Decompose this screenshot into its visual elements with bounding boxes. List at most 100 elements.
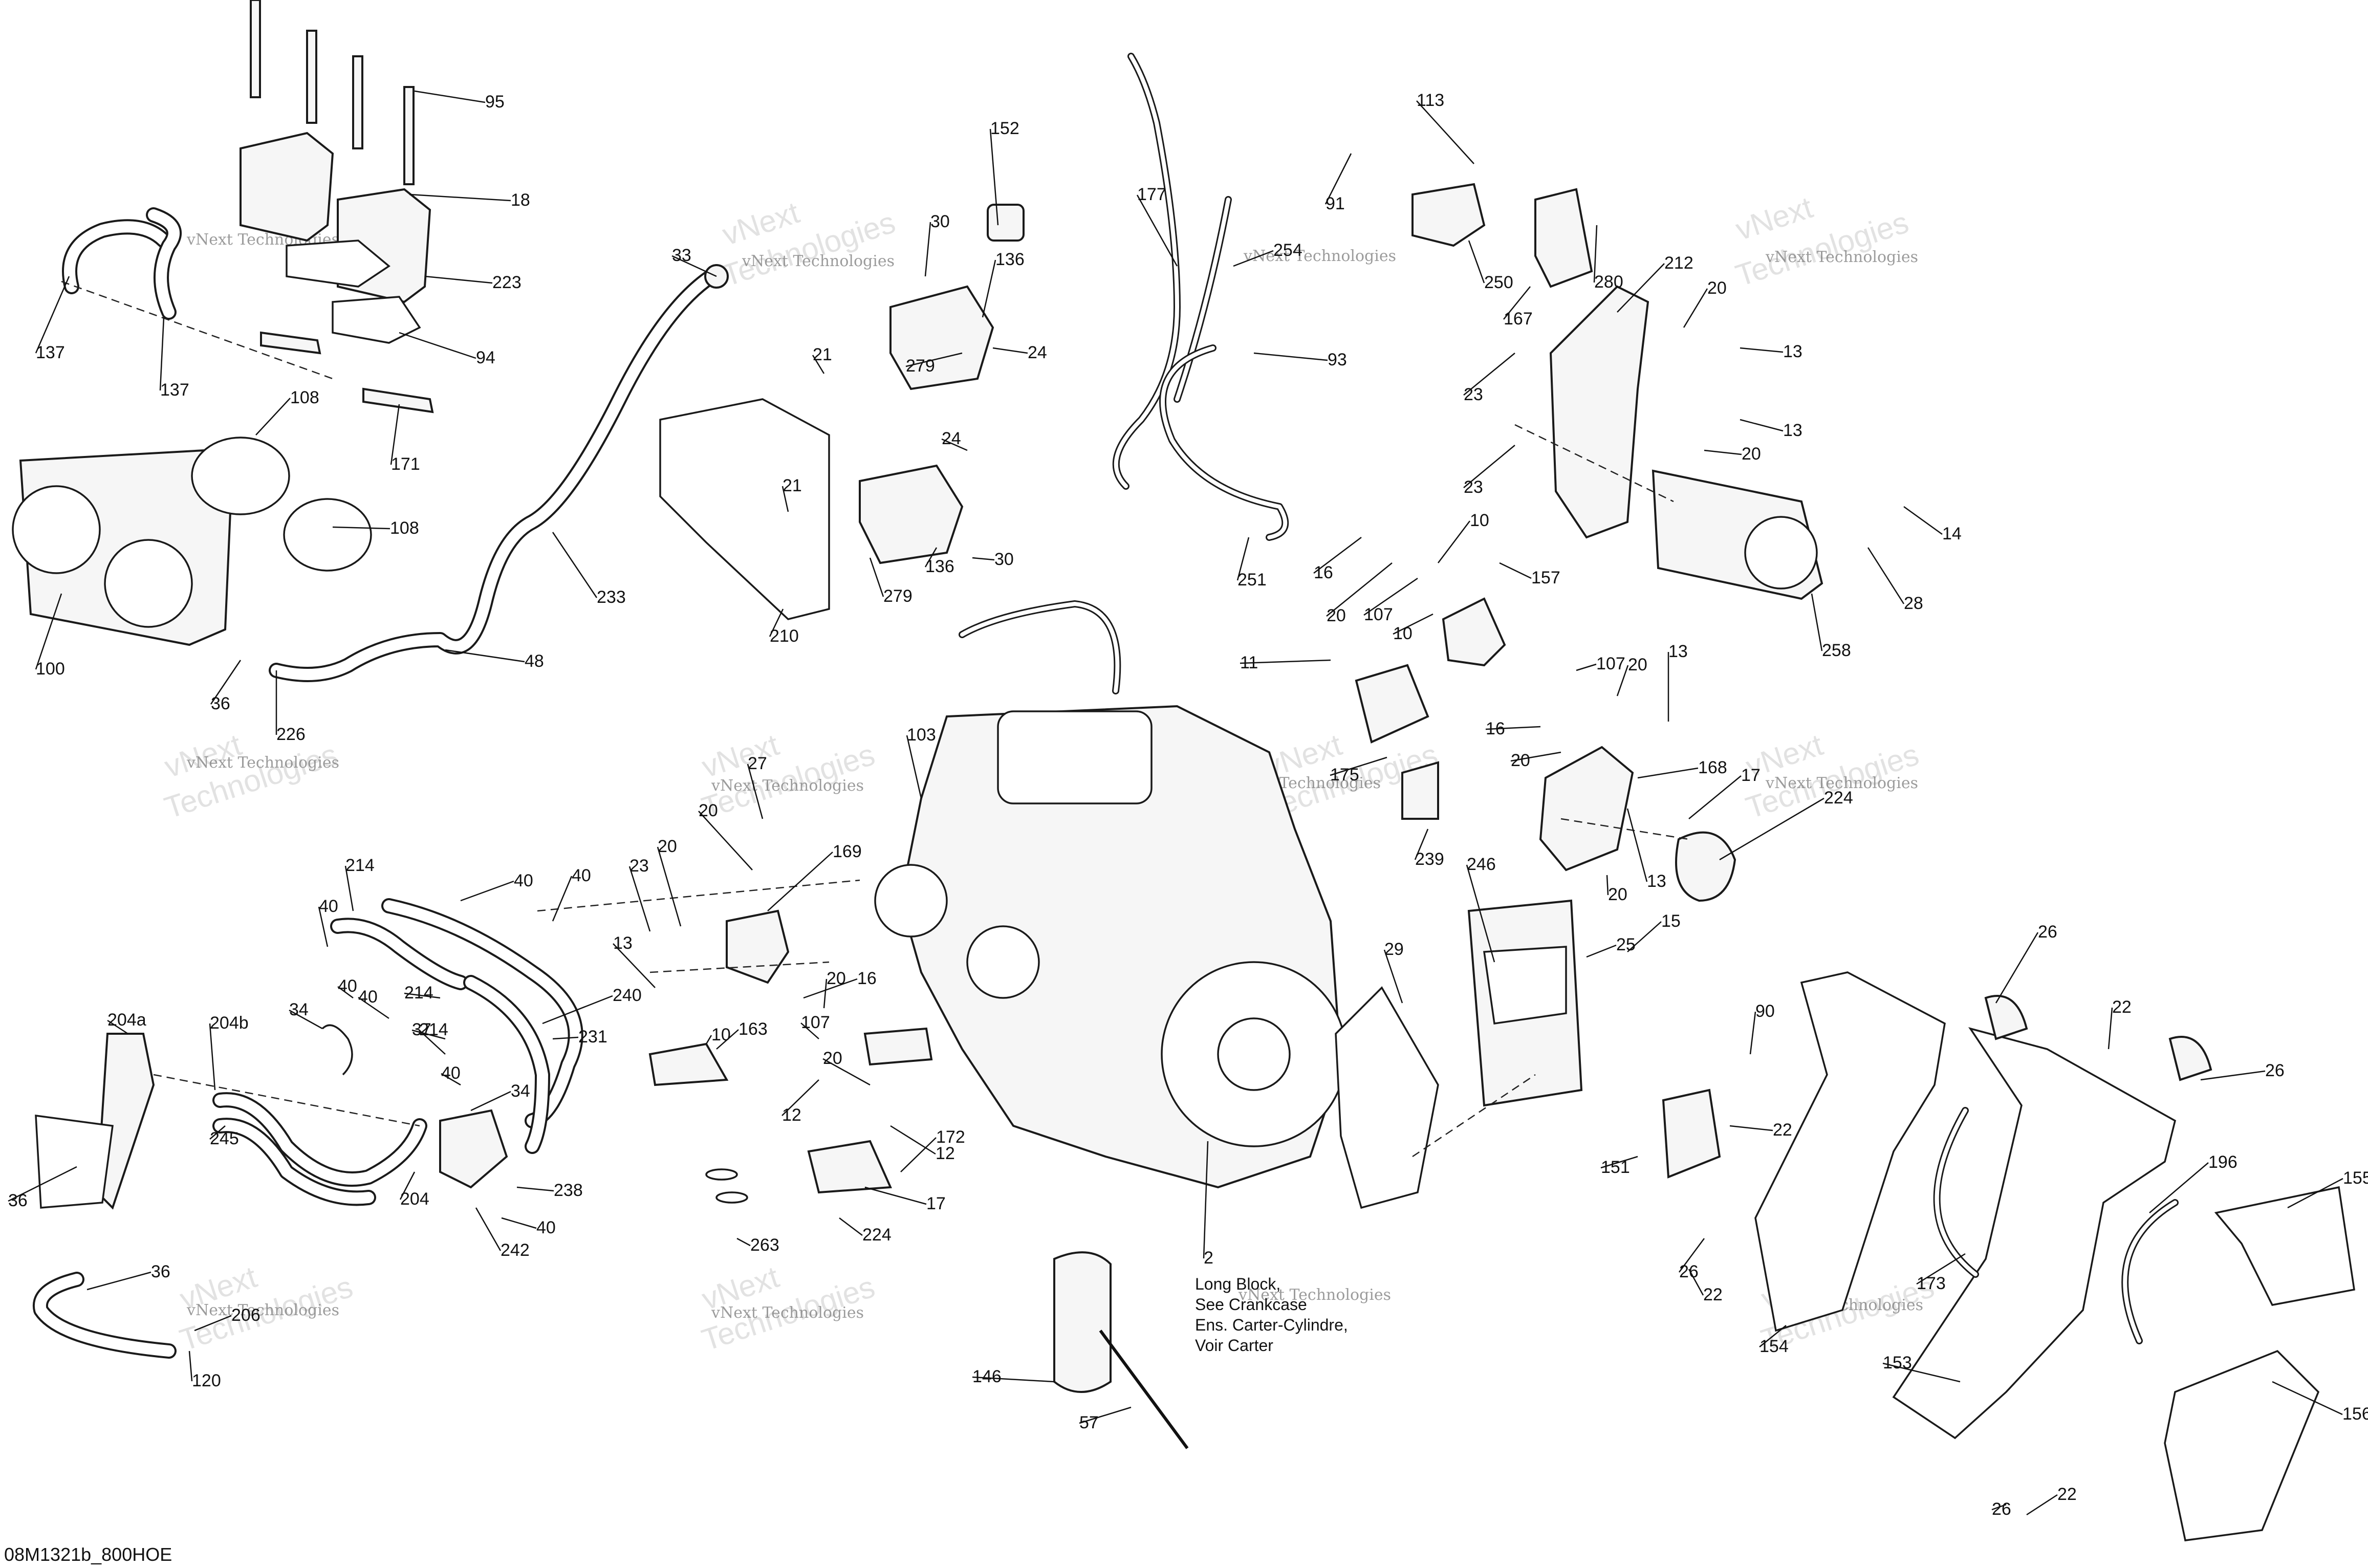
callout-leader [337, 986, 354, 999]
part-callout: 224 [1824, 788, 1853, 808]
callout-leader [781, 1079, 819, 1116]
callout-leader [86, 1271, 151, 1291]
callout-leader [470, 1091, 511, 1112]
part-callout: 20 [699, 801, 718, 820]
part-callout: 224 [862, 1225, 892, 1245]
engine-mount-group [648, 909, 933, 1204]
part-callout: 196 [2208, 1152, 2237, 1172]
callout-leader [657, 846, 682, 927]
starter-end-cap [1744, 516, 1818, 590]
part-callout: 214 [345, 856, 375, 875]
callout-leader [1719, 797, 1824, 861]
callout-leader [445, 649, 525, 663]
callout-leader [1606, 875, 1609, 896]
callout-leader [1903, 506, 1943, 535]
part-callout: 214 [404, 983, 433, 1003]
spark-plug [260, 331, 321, 355]
part-callout: 231 [578, 1027, 607, 1047]
part-callout: 57 [1079, 1413, 1099, 1432]
callout-leader [1330, 756, 1387, 776]
callout-leader [2287, 1178, 2343, 1209]
callout-leader [1233, 250, 1274, 267]
long-block-note: Long Block, See Crankcase Ens. Carter-Cy… [1195, 1275, 1348, 1355]
callout-leader [1759, 1325, 1787, 1347]
part-callout: 246 [1467, 855, 1496, 874]
part-callout: 204a [107, 1010, 146, 1030]
bolt [352, 55, 363, 149]
part-callout: 251 [1237, 570, 1267, 590]
callout-leader [1729, 1125, 1773, 1131]
callout-leader [460, 880, 514, 902]
part-callout: 90 [1755, 1001, 1775, 1021]
belt-guard-front [1754, 971, 1946, 1332]
bolt [250, 0, 261, 98]
callout-leader [390, 404, 400, 465]
callout-leader [209, 1023, 216, 1091]
assembly-lines [61, 280, 1689, 1158]
clip [2168, 1036, 2212, 1081]
callout-leader [822, 1058, 871, 1086]
callout-leader [1740, 419, 1784, 432]
callout-leader [989, 128, 999, 226]
callout-leader [900, 1137, 937, 1172]
callout-leader [1136, 194, 1178, 267]
part-callout: 107 [1364, 605, 1393, 624]
callout-leader [2272, 1381, 2343, 1415]
callout-leader [501, 1217, 537, 1229]
part-callout: 137 [36, 343, 65, 362]
callout-leader [2149, 1162, 2209, 1213]
callout-leader [1203, 1141, 1209, 1259]
callout-leader [1616, 665, 1629, 696]
callout-leader [1466, 864, 1495, 963]
part-callout: 20 [1707, 278, 1727, 298]
part-callout: 91 [1326, 194, 1345, 213]
part-callout: 20 [827, 969, 846, 988]
throttle-bore [12, 485, 101, 574]
part-callout: 34 [511, 1081, 530, 1101]
part-callout: 48 [525, 651, 544, 671]
callout-leader [107, 1019, 128, 1035]
callout-leader [210, 660, 242, 705]
part-callout: 175 [1330, 765, 1359, 785]
callout-leader [736, 1237, 751, 1247]
belt-guard-group [1754, 971, 2355, 1541]
part-callout: 100 [36, 659, 65, 679]
part-callout: 214 [419, 1020, 448, 1039]
part-callout: 204 [400, 1189, 429, 1209]
oil-hose [269, 269, 719, 682]
ignition-coil-group [62, 0, 434, 413]
clamp [321, 1024, 353, 1076]
part-callout: 40 [572, 866, 591, 885]
part-callout: 154 [1759, 1337, 1789, 1356]
part-callout: 20 [823, 1049, 842, 1068]
part-callout: 157 [1531, 568, 1560, 587]
callout-leader [803, 978, 858, 999]
callout-leader [194, 1315, 232, 1332]
callout-leader [769, 608, 784, 637]
part-callout: 28 [1904, 594, 1923, 613]
part-callout: 280 [1594, 272, 1623, 292]
ecu-group [1335, 899, 1721, 1209]
part-callout: 20 [1628, 655, 1647, 674]
callout-leader [1991, 1504, 2007, 1511]
callout-leader [705, 1035, 712, 1044]
part-callout: 238 [554, 1181, 583, 1200]
callout-leader [941, 438, 968, 451]
watermark-text: vNext Technologies [1243, 247, 1396, 265]
rubber-damper [1675, 831, 1736, 902]
watermark-text: vNext Technologies [1765, 248, 1918, 266]
callout-leader [1627, 921, 1662, 952]
callout-leader [1438, 520, 1470, 563]
part-callout: 93 [1328, 350, 1347, 369]
cylinder-head [997, 710, 1153, 804]
callout-leader [1324, 153, 1352, 205]
ecu-bracket [1335, 986, 1439, 1209]
callout-leader [399, 1171, 416, 1200]
part-callout: 136 [995, 250, 1025, 269]
part-callout: 223 [492, 273, 522, 292]
part-callout: 22 [1773, 1120, 1792, 1140]
callout-leader [1468, 240, 1485, 284]
ignition-module [859, 464, 964, 564]
rubber-mount [807, 1140, 892, 1194]
fuel-pump-bracket [35, 1114, 114, 1209]
